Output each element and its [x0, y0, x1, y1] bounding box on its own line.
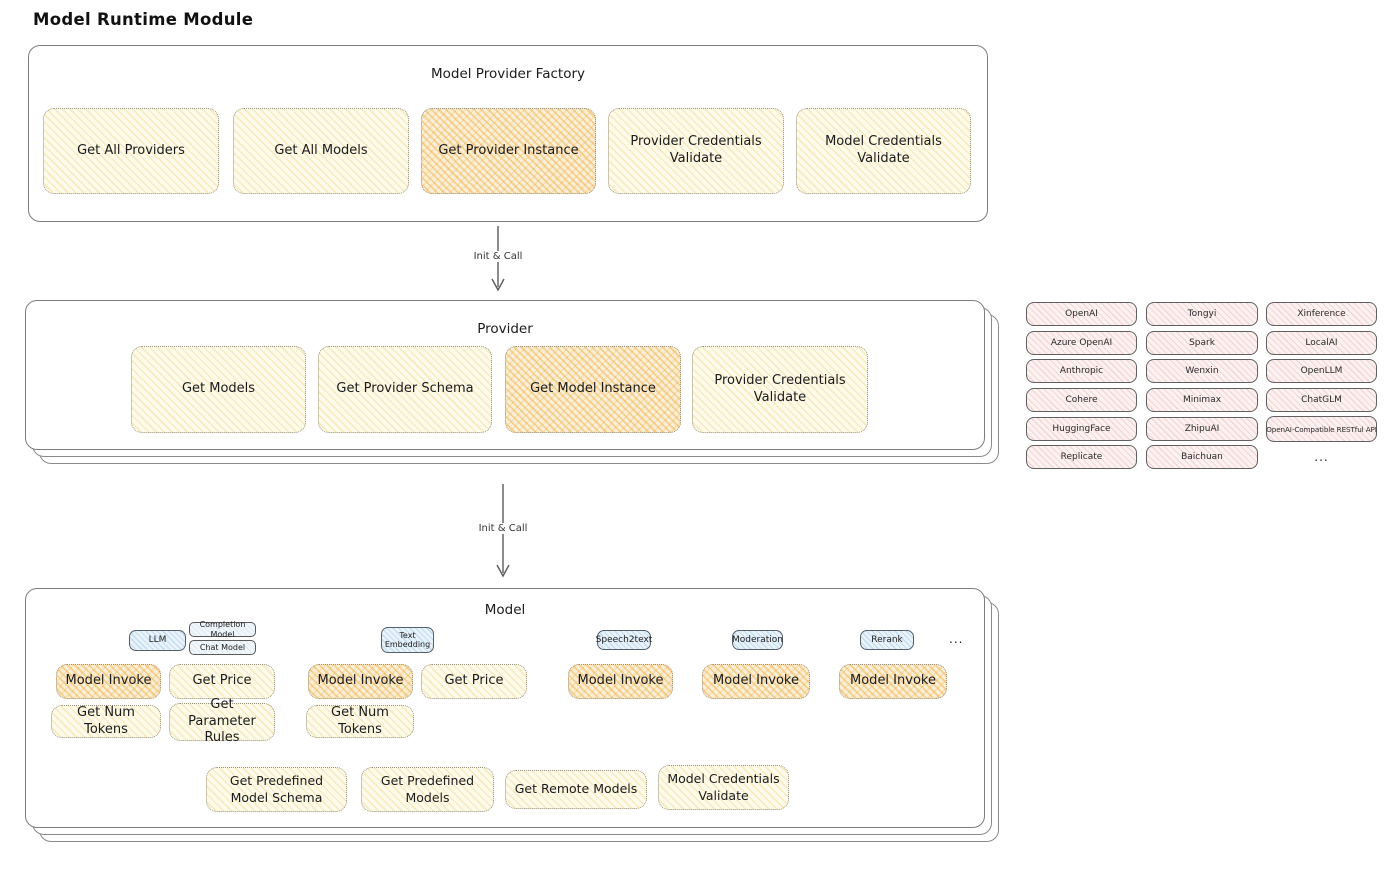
node-embedding-get-num-tokens: Get Num Tokens: [306, 705, 414, 738]
chip-openai-compatible-restful-api: OpenAI-Compatible RESTful API: [1266, 416, 1377, 442]
tag-chat-model: Chat Model: [189, 640, 256, 655]
tag-moderation: Moderation: [732, 630, 783, 650]
factory-title: Model Provider Factory: [430, 66, 585, 82]
node-provider-credentials-validate: Provider Credentials Validate: [608, 108, 784, 194]
chip-xinference: Xinference: [1266, 302, 1377, 326]
provider-container: Provider Get Models Get Provider Schema …: [25, 300, 999, 464]
chip-localai: LocalAI: [1266, 331, 1377, 355]
chip-zhipuai: ZhipuAI: [1146, 417, 1258, 441]
node-embedding-model-invoke: Model Invoke: [308, 664, 413, 699]
node-get-all-models: Get All Models: [233, 108, 409, 194]
chip-huggingface: HuggingFace: [1026, 417, 1137, 441]
chip-azure-openai: Azure OpenAI: [1026, 331, 1137, 355]
node-embedding-get-price: Get Price: [421, 664, 527, 699]
chip-openllm: OpenLLM: [1266, 359, 1377, 383]
chip-minimax: Minimax: [1146, 388, 1258, 412]
node-llm-get-parameter-rules: Get Parameter Rules: [169, 697, 275, 745]
node-rerank-model-invoke: Model Invoke: [839, 664, 947, 699]
node-llm-get-price: Get Price: [169, 664, 275, 699]
provider-title: Provider: [477, 321, 533, 337]
provider-list-more: ...: [1314, 450, 1329, 464]
node-get-predefined-models: Get Predefined Models: [361, 767, 494, 812]
chip-replicate: Replicate: [1026, 445, 1137, 469]
tag-completion-model: Completion Model: [189, 620, 256, 639]
tag-speech2text: Speech2text: [596, 630, 652, 650]
node-get-all-providers: Get All Providers: [43, 108, 219, 194]
chip-cohere: Cohere: [1026, 388, 1137, 412]
node-get-remote-models: Get Remote Models: [505, 770, 647, 809]
node-llm-get-num-tokens: Get Num Tokens: [51, 705, 161, 738]
node-provider-credentials-validate-2: Provider Credentials Validate: [692, 346, 868, 433]
node-get-model-instance: Get Model Instance: [505, 346, 681, 433]
chip-baichuan: Baichuan: [1146, 445, 1258, 469]
tag-llm: LLM: [129, 630, 186, 651]
node-model-credentials-validate-2: Model Credentials Validate: [658, 765, 789, 810]
chip-openai: OpenAI: [1026, 302, 1137, 326]
model-title: Model: [484, 602, 526, 618]
init-call-label-top: Init & Call: [469, 251, 527, 262]
chip-wenxin: Wenxin: [1146, 359, 1258, 383]
model-types-more: ...: [949, 632, 964, 646]
tag-text-embedding: Text Embedding: [381, 627, 434, 653]
model-container: Model LLM Completion Model Chat Model Te…: [25, 588, 999, 842]
chip-spark: Spark: [1146, 331, 1258, 355]
node-get-provider-schema: Get Provider Schema: [318, 346, 492, 433]
node-moderation-model-invoke: Model Invoke: [702, 664, 810, 699]
node-get-provider-instance: Get Provider Instance: [421, 108, 596, 194]
diagram-title: Model Runtime Module: [33, 10, 254, 29]
node-model-credentials-validate: Model Credentials Validate: [796, 108, 971, 194]
tag-rerank: Rerank: [860, 630, 914, 650]
provider-stack-main: Provider Get Models Get Provider Schema …: [25, 300, 985, 450]
chip-chatglm: ChatGLM: [1266, 388, 1377, 412]
node-get-predefined-model-schema: Get Predefined Model Schema: [206, 767, 347, 812]
node-get-models: Get Models: [131, 346, 306, 433]
init-call-label-bottom: Init & Call: [474, 523, 532, 534]
node-speech2text-model-invoke: Model Invoke: [568, 664, 673, 699]
node-llm-model-invoke: Model Invoke: [56, 664, 161, 699]
chip-anthropic: Anthropic: [1026, 359, 1137, 383]
chip-tongyi: Tongyi: [1146, 302, 1258, 326]
model-provider-factory-container: Model Provider Factory Get All Providers…: [28, 45, 988, 222]
provider-list: OpenAI Azure OpenAI Anthropic Cohere Hug…: [1026, 302, 1378, 470]
model-stack-main: Model LLM Completion Model Chat Model Te…: [25, 588, 985, 828]
